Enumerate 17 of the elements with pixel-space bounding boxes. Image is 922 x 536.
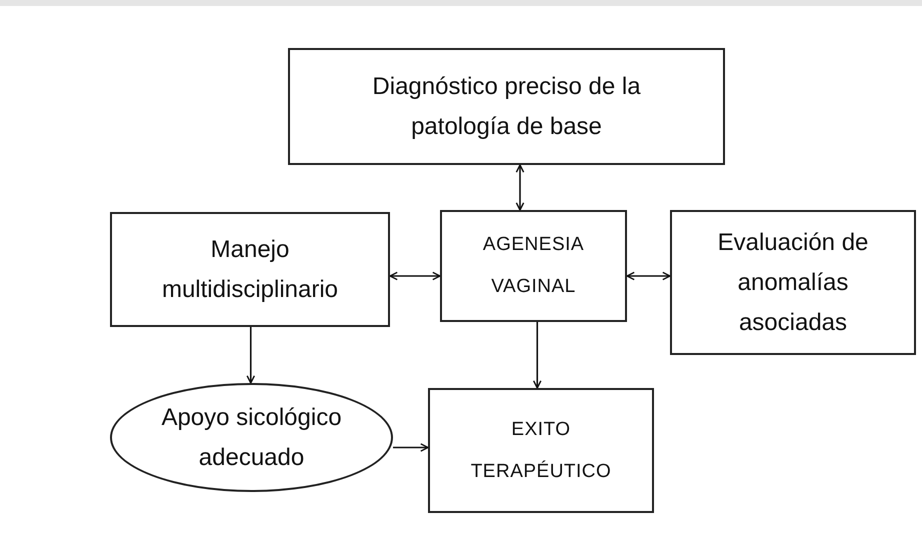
arrow	[516, 164, 524, 211]
node-text: Evaluación de anomalías asociadas	[716, 228, 870, 338]
arrow	[393, 443, 429, 452]
arrow	[626, 272, 671, 280]
process-box	[428, 388, 654, 513]
process-box	[110, 212, 390, 327]
node-text: AGENESIA VAGINAL	[482, 233, 586, 299]
arrow	[246, 327, 256, 384]
process-box	[670, 210, 916, 355]
node-text: Apoyo sicológico adecuado	[160, 402, 343, 472]
arrow	[532, 322, 542, 389]
node-text: EXITO TERAPÉUTICO	[470, 418, 612, 484]
node-text: Manejo multidisciplinario	[160, 234, 340, 304]
arrow	[389, 272, 441, 280]
node-text: Diagnóstico preciso de la patología de base	[371, 72, 642, 142]
process-box	[440, 210, 627, 322]
process-box	[288, 48, 725, 165]
